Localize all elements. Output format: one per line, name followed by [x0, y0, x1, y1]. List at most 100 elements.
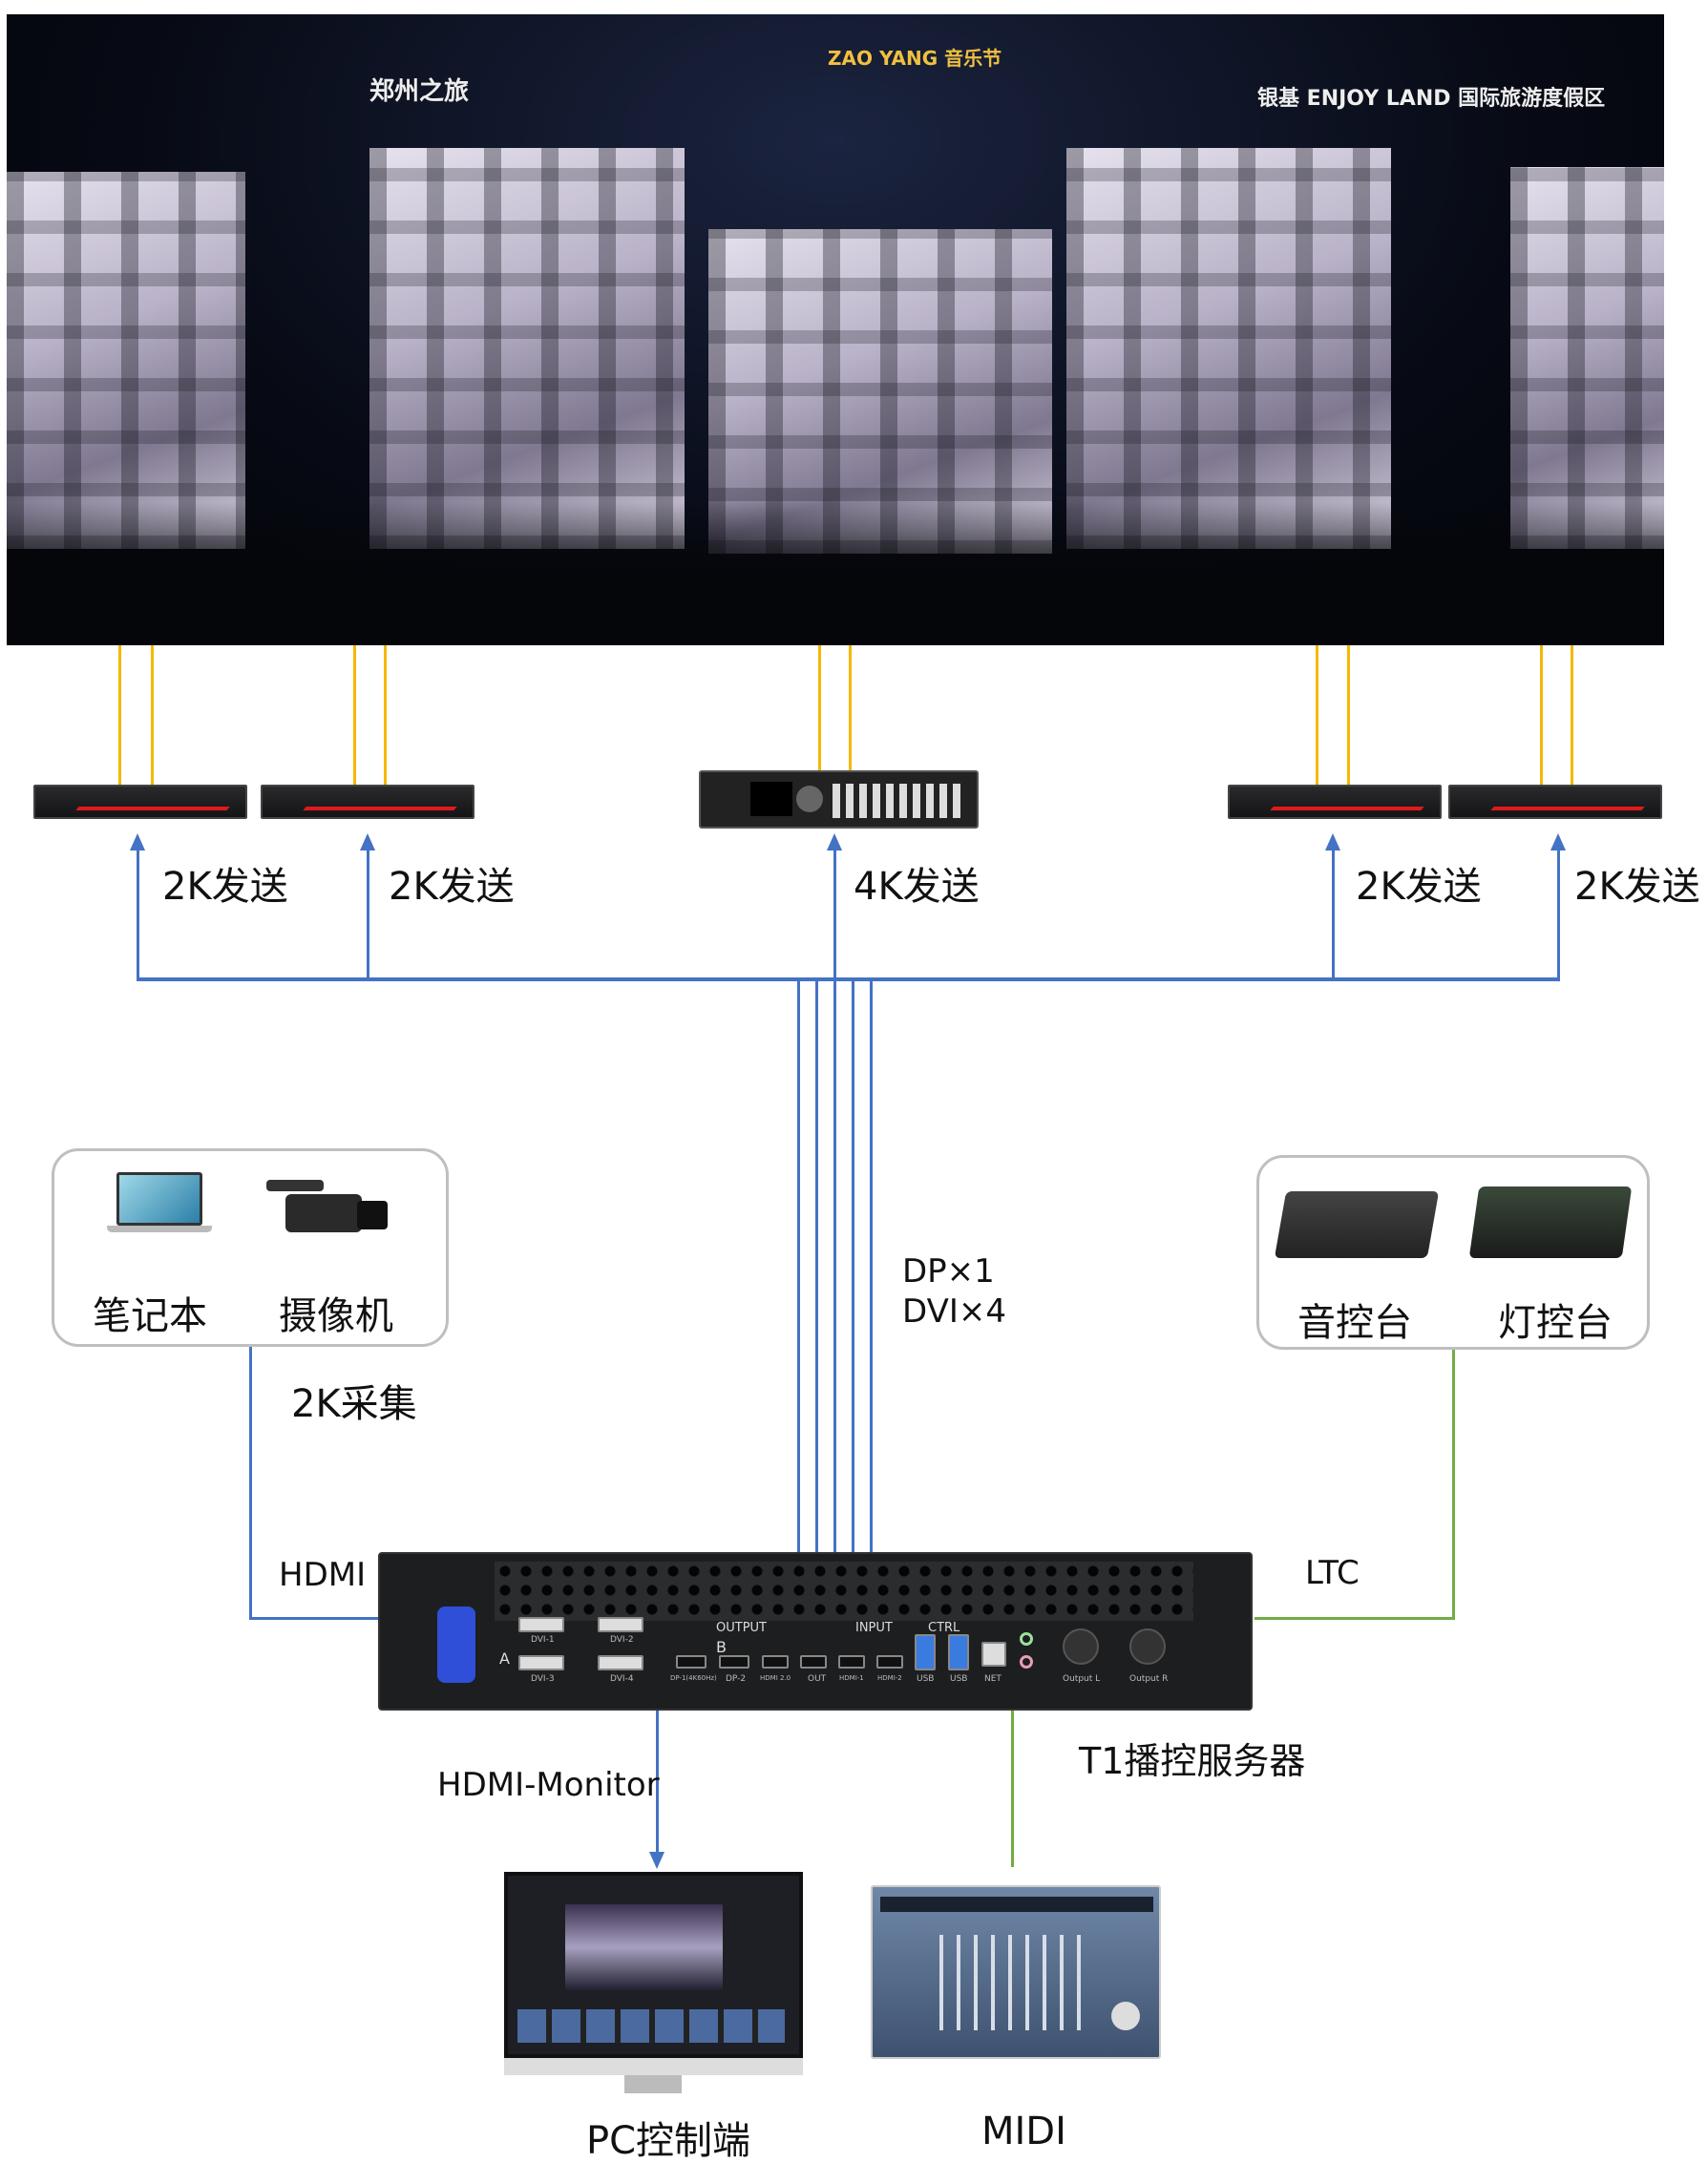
port-label: HDMI-2	[877, 1674, 902, 1682]
hdmi-port	[838, 1655, 865, 1669]
midi-controller-icon	[871, 1885, 1161, 2059]
port-label: Output R	[1129, 1674, 1169, 1684]
hdmi-monitor-line	[656, 1711, 659, 1854]
led-screen-center	[708, 229, 1052, 554]
lighting-console-label: 灯控台	[1498, 1301, 1613, 1345]
output-section-label: OUTPUT	[716, 1621, 767, 1635]
bundle-label-dvi: DVI×4	[902, 1292, 1006, 1331]
audio-console-label: 音控台	[1297, 1301, 1412, 1345]
hdmi-port	[876, 1655, 903, 1669]
arrow-up-icon	[360, 833, 375, 850]
dp-port	[676, 1655, 706, 1669]
signal-line	[367, 848, 369, 980]
hdmi-line	[249, 1347, 252, 1620]
fiber-line	[151, 645, 154, 785]
pc-monitor-icon	[504, 1872, 803, 2093]
pc-control-label: PC控制端	[586, 2119, 751, 2163]
sender-label: 2K发送	[389, 865, 515, 909]
sender-2k-1	[33, 785, 247, 819]
laptop-label: 笔记本	[93, 1294, 207, 1338]
arrow-down-icon	[649, 1852, 664, 1869]
audio-out-jack	[1020, 1632, 1033, 1646]
ltc-line	[1255, 1617, 1455, 1620]
fiber-line	[1571, 645, 1573, 785]
control-desks-group: 音控台 灯控台	[1256, 1155, 1650, 1350]
dvi-port	[598, 1655, 643, 1670]
usb-port	[915, 1634, 936, 1670]
sender-4k-knob	[796, 786, 823, 812]
server-vent	[495, 1562, 1193, 1621]
arrow-up-icon	[1325, 833, 1340, 850]
port-label: USB	[917, 1674, 935, 1684]
bundle-line	[852, 978, 854, 1552]
port-label: OUT	[808, 1674, 827, 1684]
hdmi-line	[249, 1617, 379, 1620]
fiber-line	[1316, 645, 1318, 785]
sender-label: 2K发送	[1574, 865, 1700, 909]
led-screen-right-center	[1066, 148, 1391, 549]
crowd	[7, 502, 1664, 645]
fiber-line	[1347, 645, 1350, 785]
t1-media-server: A B OUTPUT INPUT CTRL DVI-1 DVI-2 DVI-3 …	[378, 1552, 1253, 1711]
dvi-port	[518, 1655, 564, 1670]
fiber-line	[384, 645, 387, 785]
signal-line	[1332, 848, 1335, 980]
bundle-line	[870, 978, 873, 1552]
net-port	[981, 1642, 1006, 1667]
port-label: DP-1(4K60Hz)	[670, 1674, 717, 1682]
fiber-line	[849, 645, 852, 771]
bundle-line	[797, 978, 800, 1552]
capture-label: 2K采集	[291, 1382, 417, 1426]
bundle-label-dp: DP×1	[902, 1252, 995, 1291]
hdmi-monitor-label: HDMI-Monitor	[437, 1766, 660, 1804]
stage-led-photo: 郑州之旅 ZAO YANG 音乐节 银基 ENJOY LAND 国际旅游度假区	[7, 14, 1664, 645]
hdmi-port	[762, 1655, 789, 1669]
power-inlet	[437, 1606, 475, 1683]
midi-line	[1011, 1711, 1014, 1867]
midi-label: MIDI	[981, 2110, 1066, 2153]
server-name: T1播控服务器	[1079, 1740, 1306, 1782]
port-label: USB	[950, 1674, 968, 1684]
port-label: HDMI 2.0	[760, 1674, 791, 1682]
port-label: DVI-3	[531, 1674, 555, 1684]
led-screen-right	[1510, 167, 1664, 549]
port-label: NET	[984, 1674, 1002, 1684]
camcorder-label: 摄像机	[279, 1294, 393, 1338]
port-label: DVI-4	[610, 1674, 634, 1684]
sender-2k-2	[261, 785, 474, 819]
section-a-label: A	[499, 1649, 510, 1668]
logo-zaoyang: ZAO YANG 音乐节	[828, 47, 1002, 70]
sender-2k-4	[1448, 785, 1662, 819]
arrow-up-icon	[827, 833, 842, 850]
xlr-port-left	[1063, 1628, 1099, 1665]
input-section-label: INPUT	[855, 1621, 893, 1635]
signal-line	[137, 848, 139, 980]
hdmi-label: HDMI	[279, 1556, 367, 1594]
port-label: DVI-1	[531, 1635, 555, 1645]
bundle-line	[833, 978, 836, 1552]
dp-port	[719, 1655, 749, 1669]
fiber-line	[1540, 645, 1543, 785]
sender-2k-3	[1228, 785, 1442, 819]
sender-label: 4K发送	[854, 865, 980, 909]
arrow-up-icon	[130, 833, 145, 850]
usb-port	[948, 1634, 969, 1670]
arrow-up-icon	[1550, 833, 1566, 850]
lighting-console-icon	[1468, 1186, 1633, 1258]
port-label: DVI-2	[610, 1635, 634, 1645]
signal-bus	[137, 977, 1560, 981]
logo-enjoyland: 银基 ENJOY LAND 国际旅游度假区	[1257, 87, 1606, 111]
logo-zhengzhou: 郑州之旅	[369, 77, 470, 106]
mic-jack	[1020, 1655, 1033, 1669]
dvi-port	[598, 1617, 643, 1632]
dvi-port	[518, 1617, 564, 1632]
signal-line	[1557, 848, 1560, 980]
port-label: HDMI-1	[839, 1674, 864, 1682]
input-sources-group: 笔记本 摄像机	[52, 1148, 449, 1347]
ctrl-section-label: CTRL	[928, 1621, 960, 1635]
ltc-line	[1452, 1350, 1455, 1620]
port-label: Output L	[1063, 1674, 1101, 1684]
fiber-line	[118, 645, 121, 785]
section-b-label: B	[716, 1638, 727, 1656]
led-screen-left-center	[369, 148, 685, 549]
